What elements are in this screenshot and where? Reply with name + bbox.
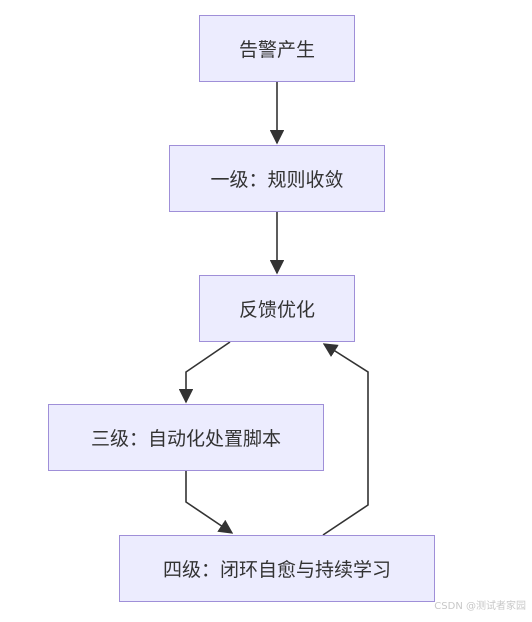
node-label: 反馈优化 [238, 299, 315, 321]
node-label: 四级：闭环自愈与持续学习 [162, 559, 391, 581]
edge-n3-n4 [178, 341, 231, 404]
node-level4-closed-loop-self-healing: 四级：闭环自愈与持续学习 [119, 535, 435, 602]
node-label: 一级：规则收敛 [210, 169, 344, 191]
node-level3-automation-script: 三级：自动化处置脚本 [48, 404, 324, 471]
node-alert-generated: 告警产生 [199, 15, 355, 82]
watermark-text: CSDN @测试者家园 [434, 601, 526, 612]
edge-n5-n3 [322, 343, 369, 536]
node-label: 三级：自动化处置脚本 [90, 428, 281, 450]
node-feedback-optimization: 反馈优化 [199, 275, 355, 342]
edge-n4-n5 [185, 471, 234, 534]
node-level1-rule-convergence: 一级：规则收敛 [169, 145, 385, 212]
node-label: 告警产生 [238, 39, 315, 61]
